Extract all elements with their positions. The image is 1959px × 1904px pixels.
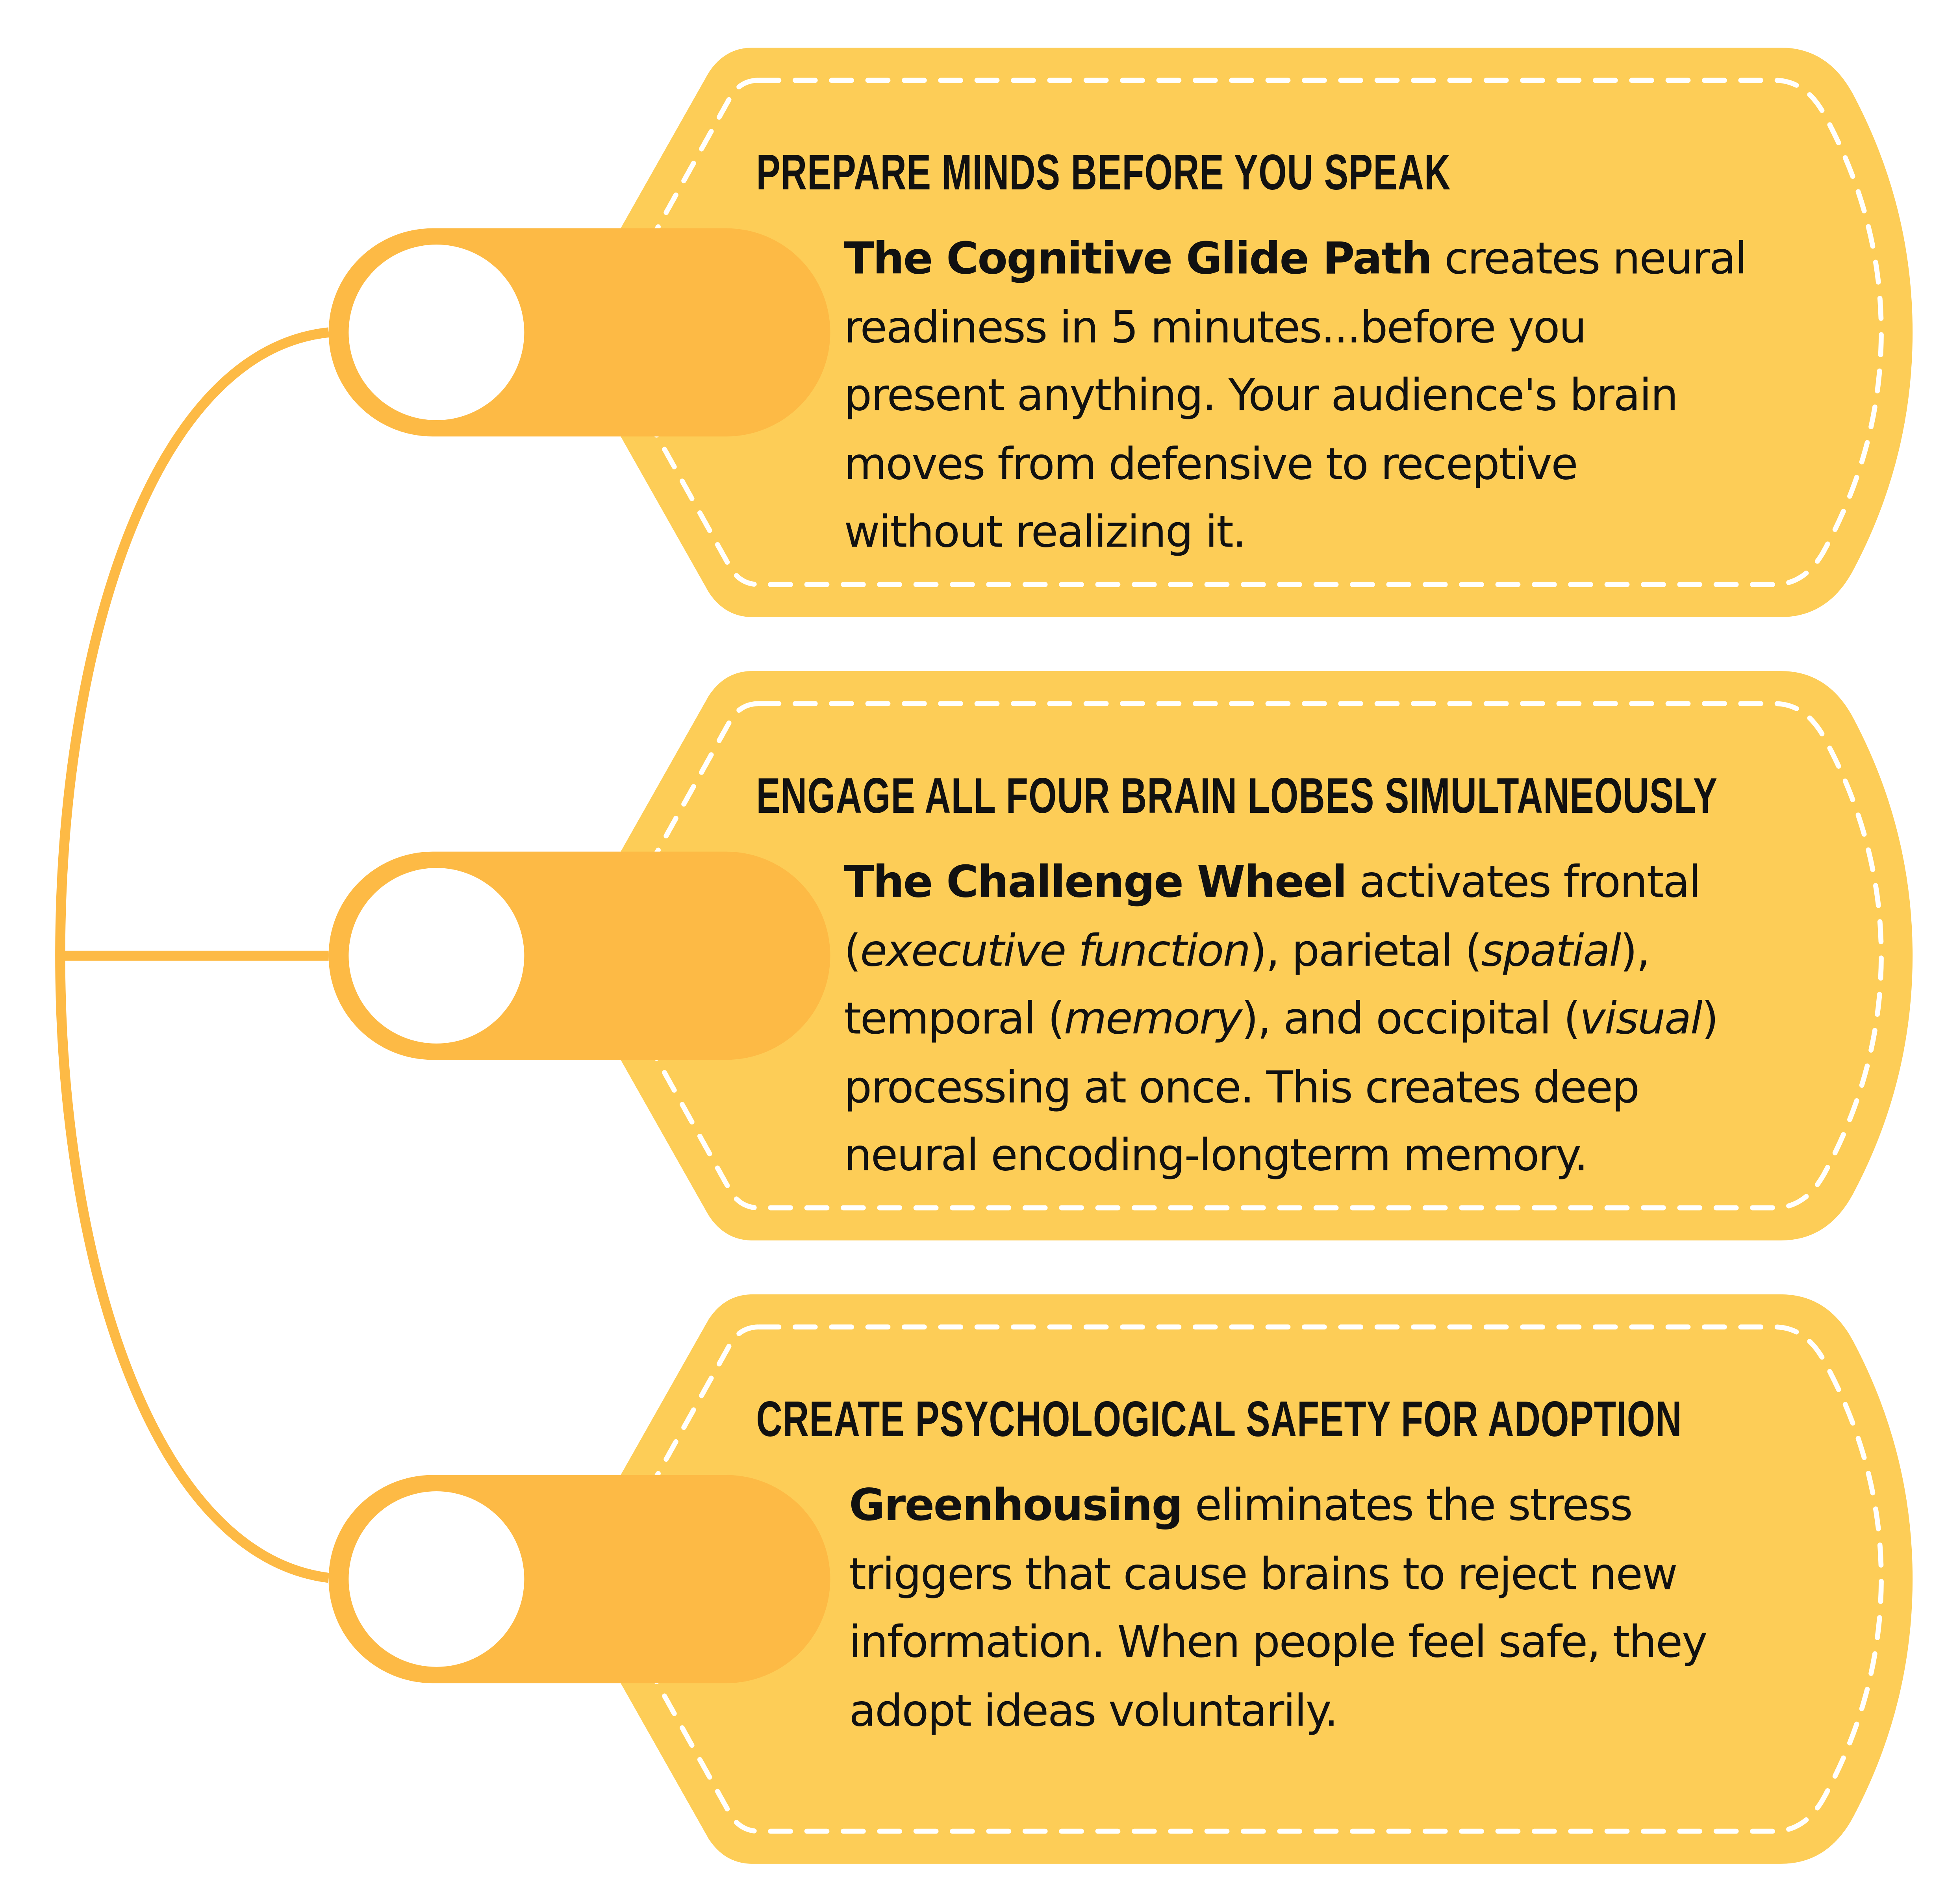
card-heading: PREPARE MINDS BEFORE YOU SPEAK	[756, 145, 1451, 201]
body-text: readiness in 5 minutes...before you	[844, 303, 1587, 353]
body-line: processing at once. This creates deep	[844, 1054, 1718, 1123]
card-body: The Cognitive Glide Path creates neural r…	[844, 226, 1748, 568]
card-heading: CREATE PSYCHOLOGICAL SAFETY FOR ADOPTION	[756, 1392, 1682, 1448]
body-text: processing at once. This creates deep	[844, 1063, 1640, 1113]
body-text: neural encoding-longterm memory.	[844, 1131, 1588, 1182]
card-dashed-border	[597, 1324, 1884, 1834]
card-background	[562, 48, 1913, 617]
method-name: The Challenge Wheel	[844, 858, 1347, 908]
body-line: Greenhousing eliminates the stress	[849, 1472, 1707, 1541]
body-text: (	[844, 926, 861, 977]
body-line: neural encoding-longterm memory.	[844, 1123, 1718, 1191]
body-text: without realizing it.	[844, 508, 1247, 558]
body-text: present anything. Your audience's brain	[844, 371, 1679, 422]
card-body: The Challenge Wheel activates frontal(ex…	[844, 849, 1719, 1191]
body-text: moves from defensive to receptive	[844, 439, 1578, 490]
card-background	[562, 671, 1913, 1240]
emphasis-text: spatial	[1481, 926, 1621, 977]
emphasis-text: memory	[1064, 994, 1242, 1045]
body-line: present anything. Your audience's brain	[844, 362, 1746, 431]
method-name: Greenhousing	[849, 1481, 1183, 1531]
card-marker-circle	[348, 245, 525, 420]
card-marker-circle	[348, 1491, 525, 1667]
body-text: activates frontal	[1346, 858, 1701, 908]
method-name: The Cognitive Glide Path	[844, 234, 1433, 285]
card-dashed-border	[597, 78, 1884, 587]
body-line: The Challenge Wheel activates frontal	[844, 849, 1718, 918]
emphasis-text: visual	[1579, 994, 1703, 1045]
body-line: triggers that cause brains to reject new	[849, 1541, 1707, 1609]
body-text: triggers that cause brains to reject new	[849, 1550, 1677, 1600]
body-line: The Cognitive Glide Path creates neural	[844, 226, 1748, 294]
body-line: information. When people feel safe, they	[849, 1609, 1708, 1678]
body-line: adopt ideas voluntarily.	[849, 1678, 1707, 1746]
card-body: Greenhousing eliminates the stress trigge…	[849, 1472, 1708, 1746]
body-line: without realizing it.	[844, 499, 1746, 568]
body-text: adopt ideas voluntarily.	[849, 1686, 1338, 1737]
body-text: ), parietal (	[1249, 926, 1482, 977]
body-line: readiness in 5 minutes...before you	[844, 294, 1746, 363]
card-background	[562, 1294, 1913, 1864]
card-heading: ENGAGE ALL FOUR BRAIN LOBES SIMULTANEOUS…	[756, 769, 1718, 824]
card-marker-circle	[348, 868, 525, 1044]
body-text: )	[1701, 994, 1718, 1045]
body-line: (executive function), parietal (spatial)…	[844, 918, 1718, 986]
body-text: ),	[1620, 926, 1650, 977]
body-line: temporal (memory), and occipital (visual…	[844, 986, 1719, 1054]
body-text: ), and occipital (	[1241, 994, 1581, 1045]
body-text: information. When people feel safe, they	[849, 1618, 1708, 1669]
emphasis-text: executive function	[860, 926, 1251, 977]
body-text: temporal (	[844, 994, 1065, 1045]
body-line: moves from defensive to receptive	[844, 431, 1746, 499]
card-dashed-border	[597, 701, 1884, 1211]
body-text: eliminates the stress	[1182, 1481, 1633, 1531]
body-text: creates neural	[1431, 234, 1747, 285]
